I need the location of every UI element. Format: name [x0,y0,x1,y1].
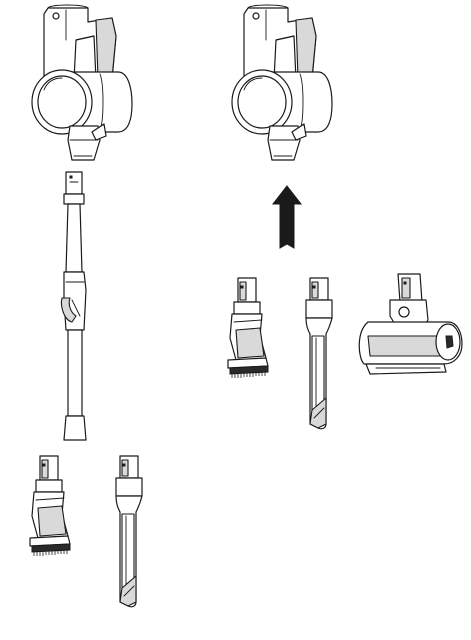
combination-tool-left [29,455,71,557]
vacuum-main-body-left [31,4,133,161]
arrow-up-icon [271,185,303,249]
crevice-tool-right [305,277,333,430]
mini-motorized-brush [358,273,463,375]
extension-wand [60,171,87,441]
combination-tool-right [227,277,269,379]
crevice-tool-left [115,455,143,608]
vacuum-main-body-right [231,4,333,161]
